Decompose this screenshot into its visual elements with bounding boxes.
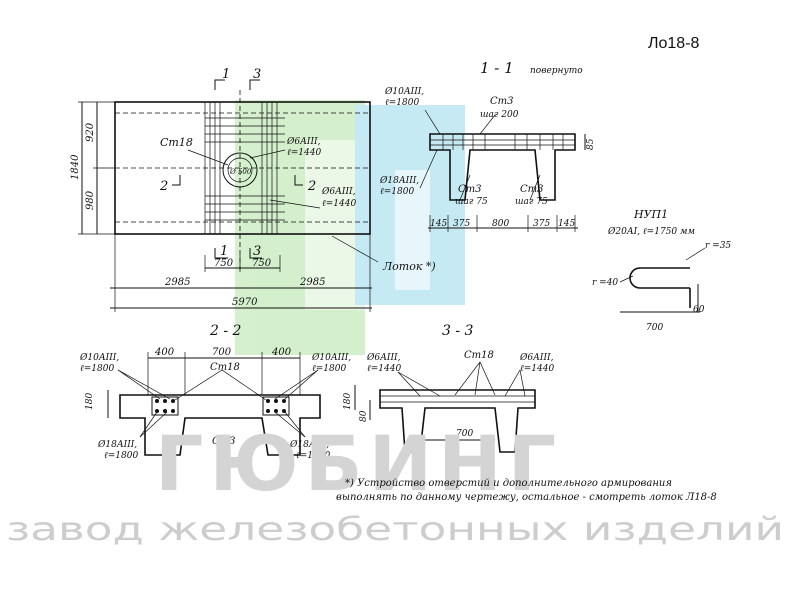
s11-st3-top-step: шаг 200 (480, 110, 519, 120)
s11-dim-3: 375 (533, 219, 550, 229)
s11-f18-len: ℓ=1800 (380, 187, 414, 197)
plan-len-right: 2985 (299, 277, 325, 288)
cut-mark-2-right: 2 (307, 179, 316, 194)
s33-h2: 80 (359, 410, 369, 422)
s22-dim2: 700 (212, 347, 232, 358)
plan-f6a-2-len: ℓ=1440 (322, 199, 356, 209)
plan-height-total: 1840 (70, 154, 81, 180)
s22-st3: Ст3 (212, 436, 236, 447)
plan-len-total: 5970 (232, 297, 258, 308)
plan-f6a-2: Ø6АIII, (321, 186, 356, 197)
cut-mark-1-top: 1 (222, 67, 230, 82)
s22-h: 180 (85, 393, 95, 410)
s22-f10-left: Ø10АIII, (79, 352, 119, 363)
s33-f6-right: Ø6АIII, (519, 352, 554, 363)
cut-mark-1-bottom: 1 (220, 244, 228, 259)
plan-half-right: 750 (252, 258, 272, 269)
section-1-1-title: 1 - 1 (480, 59, 514, 77)
s22-dim1: 400 (154, 347, 175, 358)
s11-dim-1: 375 (453, 219, 470, 229)
s11-dim-0: 145 (430, 219, 447, 229)
s22-f10-left-len: ℓ=1800 (80, 364, 114, 374)
cut-mark-3-bottom: 3 (253, 244, 261, 259)
s22-f18-left-len: ℓ=1800 (104, 451, 138, 461)
s33-f6-left: Ø6АIII, (366, 352, 401, 363)
footnote-line1: *) Устройство отверстий и дополнительног… (345, 478, 672, 489)
section-2-2 (107, 352, 321, 456)
plan-height-top: 920 (85, 122, 96, 142)
sheet-code: Ло18-8 (648, 35, 700, 52)
s11-st3-a-step: шаг 75 (455, 197, 488, 207)
section-3-3 (354, 361, 536, 453)
s33-st18: Ст18 (464, 350, 494, 361)
s22-f10-right-len: ℓ=1800 (312, 364, 346, 374)
s11-h: 85 (586, 138, 596, 150)
s11-st3-b: Ст3 (520, 184, 544, 195)
plan-view (78, 79, 379, 312)
footnote-line2: выполнять по данному чертежу, остальное … (336, 492, 717, 503)
nup-spec: Ø20АI, ℓ=1750 мм (607, 226, 695, 237)
plan-f6a-1-len: ℓ=1440 (287, 148, 321, 158)
section-1-1 (419, 109, 586, 232)
s33-w: 700 (456, 429, 473, 439)
plan-st18: Ст18 (160, 136, 193, 149)
s11-dim-2: 800 (492, 219, 509, 229)
s11-st3-a: Ст3 (458, 184, 482, 195)
section-2-2-title: 2 - 2 (209, 323, 242, 339)
s11-f10-len: ℓ=1800 (385, 98, 419, 108)
s11-f18: Ø18АIII, (379, 175, 419, 186)
s33-h1: 180 (343, 393, 353, 410)
s22-f18-right-len: ℓ=1800 (296, 451, 330, 461)
s11-dim-4: 145 (558, 219, 575, 229)
plan-lotok-label: Лоток *) (382, 260, 436, 273)
watermark-brand: ГЮБИНГ (155, 419, 562, 508)
watermark-tagline: завод железобетонных изделий (6, 510, 784, 548)
plan-len-left: 2985 (164, 277, 190, 288)
s22-f18-left: Ø18АIII, (97, 439, 137, 450)
s11-f10: Ø10АIII, (384, 86, 424, 97)
s22-st18: Ст18 (210, 362, 240, 373)
nup1-bar (619, 247, 706, 313)
nup-len: 700 (646, 323, 663, 333)
plan-rebar-grid (204, 102, 285, 234)
s22-f18-right: Ø18АIII, (289, 439, 329, 450)
section-3-3-title: 3 - 3 (442, 323, 474, 339)
nup-r2: r =40 (592, 278, 618, 288)
cut-mark-3-top: 3 (253, 67, 261, 82)
s33-f6-right-len: ℓ=1440 (520, 364, 554, 374)
plan-f6a-1: Ø6АIII, (286, 136, 321, 147)
s11-st3-b-step: шаг 75 (515, 197, 548, 207)
s33-f6-left-len: ℓ=1440 (367, 364, 401, 374)
nup-r1: r =35 (705, 241, 731, 251)
cut-mark-2-left: 2 (159, 179, 168, 194)
s22-dim3: 400 (271, 347, 292, 358)
s11-st3-top: Ст3 (490, 96, 514, 107)
plan-height-bottom: 980 (85, 190, 96, 210)
section-1-1-note: повернуто (530, 66, 583, 76)
nup-h: 60 (693, 305, 705, 315)
plan-half-left: 750 (214, 258, 234, 269)
nup-title: НУП1 (633, 208, 668, 221)
s22-f10-right: Ø10АIII, (311, 352, 351, 363)
plan-hole-label: Ø 500 (229, 168, 252, 176)
